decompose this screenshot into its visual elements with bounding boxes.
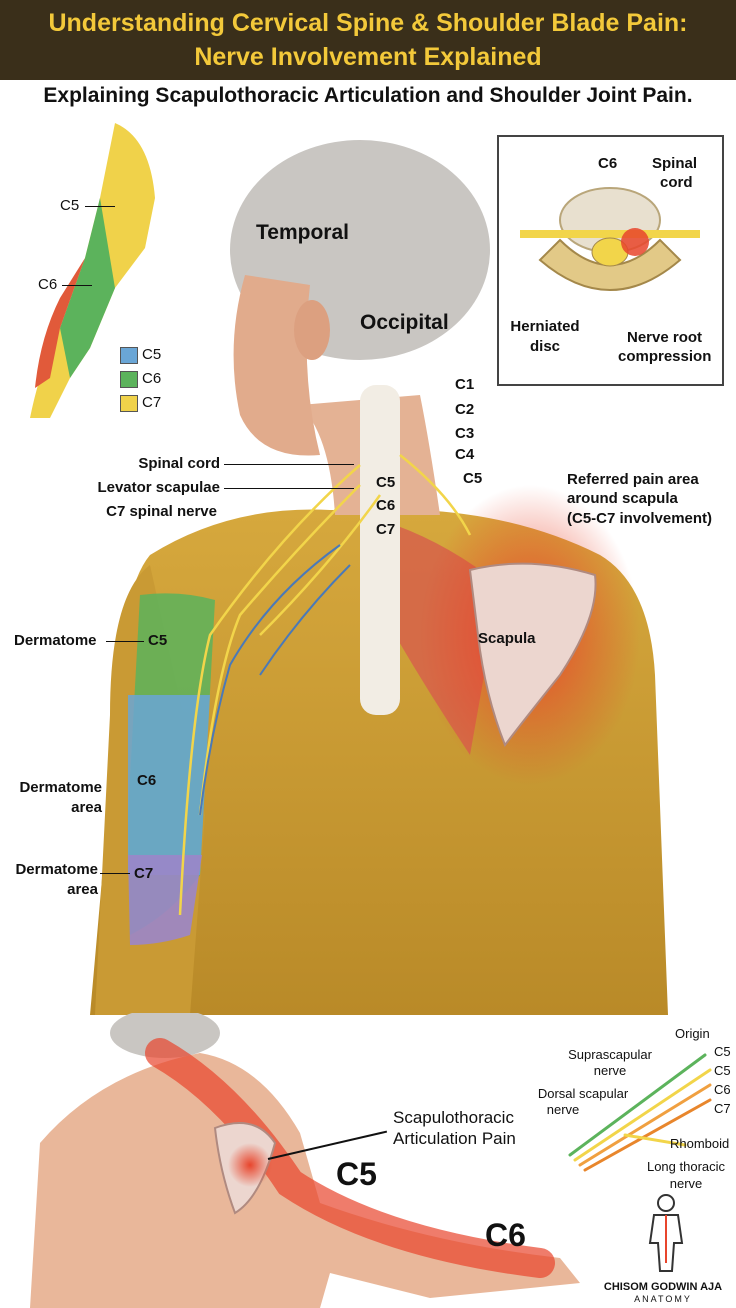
spinal-cord-label-l2: cord xyxy=(660,174,693,191)
blue-nerves xyxy=(199,544,351,816)
vertebra-c5-label: C5 xyxy=(463,470,483,487)
origin-label: Origin xyxy=(675,1026,710,1041)
arm-red-region xyxy=(35,258,85,388)
vertebra-c3-label: C3 xyxy=(455,425,475,442)
referred-pain-label-l3: (C5-C7 involvement) xyxy=(567,510,713,527)
legend-label-c6: C6 xyxy=(142,370,162,387)
vertebra-c1-label: C1 xyxy=(455,376,475,393)
spinal-cord-leader xyxy=(224,464,354,465)
bottom-c5-label: C5 xyxy=(336,1156,377,1192)
dermatome-c7-code: C7 xyxy=(134,865,154,882)
legend-label-c7: C7 xyxy=(142,394,162,411)
vertebra-illustration xyxy=(520,187,700,291)
occipital-label: Occipital xyxy=(360,311,449,334)
herniated-disc-label-l1: Herniated xyxy=(510,318,580,335)
spine-c5-label: C5 xyxy=(376,474,396,491)
dorsal-scapular-label-l1: Dorsal scapular xyxy=(537,1086,629,1101)
anatomy-figure-logo xyxy=(648,1194,684,1272)
brachial-nerves xyxy=(178,454,472,916)
dermatome-c7-label-l2: area xyxy=(67,881,98,898)
arm-c6-leader xyxy=(62,285,92,286)
scapula-label: Scapula xyxy=(478,630,536,647)
articulation-pain-label-l2: Articulation Pain xyxy=(393,1129,516,1148)
subtitle: Explaining Scapulothoracic Articulation … xyxy=(43,84,693,107)
vertebra-c4-label: C4 xyxy=(455,446,475,463)
arm-c6-label: C6 xyxy=(38,276,58,293)
suprascapular-label-l2: nerve xyxy=(593,1063,627,1078)
legend-swatch-c6 xyxy=(120,371,138,388)
scapula-bone xyxy=(468,562,597,748)
spine xyxy=(360,385,400,715)
main-back-illustration xyxy=(90,140,668,1015)
root-c6-label: C6 xyxy=(714,1082,731,1097)
arm-c5-leader xyxy=(85,206,115,207)
arm-c5-label: C5 xyxy=(60,197,80,214)
articulation-pain-label-l1: Scapulothoracic xyxy=(393,1108,514,1127)
spinal-cord-label-l1: Spinal xyxy=(652,155,698,172)
dermatome-c6-code: C6 xyxy=(137,772,157,789)
title-banner: Understanding Cervical Spine & Shoulder … xyxy=(0,0,736,80)
legend-swatch-c7 xyxy=(120,395,138,412)
legend-swatch-c5 xyxy=(120,347,138,364)
dermatome-c5-label: Dermatome xyxy=(14,632,97,649)
dermatome-c5-code: C5 xyxy=(148,632,168,649)
spinal-cord-label: Spinal cord xyxy=(138,455,220,472)
herniated-disc-label-l2: disc xyxy=(529,338,560,355)
suprascapular-label-l1: Suprascapular xyxy=(568,1047,652,1062)
dermatome-c7-leader xyxy=(100,873,130,874)
bottom-hair xyxy=(110,1013,220,1058)
arm-dermatome-illustration xyxy=(30,123,155,418)
levator-scapulae-label: Levator scapulae xyxy=(97,479,220,496)
referred-pain-label-l1: Referred pain area xyxy=(567,471,699,488)
spine-c6-label: C6 xyxy=(376,497,396,514)
referred-pain-label-l2: around scapula xyxy=(567,490,678,507)
articulation-pain-spot xyxy=(228,1143,272,1187)
root-c7-label: C7 xyxy=(714,1101,731,1116)
nerve-root-label-l2: compression xyxy=(618,348,712,365)
spine-c7-label: C7 xyxy=(376,521,396,538)
bottom-c6-label: C6 xyxy=(485,1217,526,1253)
dorsal-scapular-label-l2: nerve xyxy=(546,1102,580,1117)
brand-subtitle: ANATOMY xyxy=(634,1294,692,1304)
dermatome-c7-band xyxy=(128,855,202,945)
dermatome-c7-label-l1: Dermatome xyxy=(15,861,98,878)
vertebra-c2-label: C2 xyxy=(455,401,475,418)
c7-spinal-nerve-label: C7 spinal nerve xyxy=(106,503,217,520)
nerve-roots-illustration xyxy=(568,1053,712,1172)
arm-c6-region xyxy=(60,198,115,378)
long-thoracic-label-l2: nerve xyxy=(669,1176,703,1191)
temporal-label: Temporal xyxy=(256,221,349,244)
ear xyxy=(294,300,330,360)
dermatome-c5-leader xyxy=(106,641,144,642)
long-thoracic-label-l1: Long thoracic xyxy=(646,1159,726,1174)
root-c5-a-label: C5 xyxy=(714,1044,731,1059)
levator-leader xyxy=(224,488,354,489)
rhomboid-label: Rhomboid xyxy=(670,1136,730,1151)
dermatome-c6-label-l1: Dermatome xyxy=(19,779,102,796)
bottom-back-illustration xyxy=(30,1013,580,1308)
legend-label-c5: C5 xyxy=(142,346,162,363)
dermatome-c6-band xyxy=(128,695,210,875)
brand-name: CHISOM GODWIN AJA xyxy=(603,1281,723,1293)
title-line-2: Nerve Involvement Explained xyxy=(194,43,542,71)
disc-c6-label: C6 xyxy=(598,155,618,172)
nerve-root-label-l1: Nerve root xyxy=(627,329,703,346)
pain-pathway xyxy=(145,1038,555,1278)
root-c5-b-label: C5 xyxy=(714,1063,731,1078)
dermatome-c6-label-l2: area xyxy=(71,799,102,816)
title-line-1: Understanding Cervical Spine & Shoulder … xyxy=(48,9,688,37)
